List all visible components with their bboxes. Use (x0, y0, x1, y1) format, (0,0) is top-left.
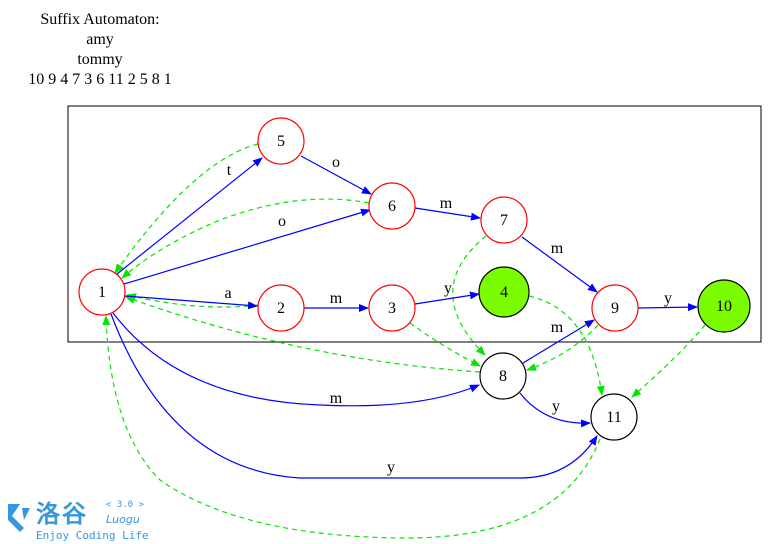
state-node-6: 6 (368, 182, 416, 230)
state-label: 7 (500, 212, 508, 229)
transition-8-11 (519, 392, 591, 428)
suffix-link-9-8 (526, 324, 599, 371)
logo-name-cn: 洛谷 (36, 500, 88, 528)
state-circle (478, 266, 530, 318)
suffix-link-8-1 (125, 296, 481, 373)
state-label: 9 (611, 300, 619, 317)
state-label: 10 (716, 298, 732, 315)
luogu-mark-icon (8, 504, 30, 532)
transition-1-2 (124, 295, 258, 310)
word-1: amy (86, 31, 114, 48)
state-label: 11 (606, 409, 621, 426)
transition-label-2-3: m (330, 290, 343, 307)
state-node-9: 9 (591, 284, 639, 332)
state-label: 1 (98, 284, 106, 301)
transition-8-9 (522, 319, 595, 364)
transition-label-1-6: o (278, 213, 286, 230)
suffix-link-2-1 (126, 293, 259, 308)
state-circle (368, 182, 416, 230)
logo-version: < 3.0 > (106, 500, 144, 510)
state-label: 2 (277, 300, 285, 317)
suffix-link-11-1 (102, 315, 601, 539)
transition-3-4 (414, 291, 480, 305)
transition-label-9-10: y (664, 290, 672, 307)
state-node-4: 4 (478, 266, 530, 318)
transition-1-8 (112, 312, 480, 407)
states: 1 2 3 4 5 6 7 8 9 10 11 (78, 117, 751, 441)
transition-1-5 (116, 157, 263, 275)
transition-7-9 (521, 236, 598, 293)
state-node-5: 5 (257, 117, 305, 165)
logo-slogan: Enjoy Coding Life (36, 529, 149, 542)
transition-label-3-4: y (444, 280, 452, 297)
state-node-10: 10 (697, 279, 751, 333)
cluster-box (67, 105, 762, 343)
transition-label-1-2: a (224, 285, 231, 302)
transition-6-7 (414, 207, 481, 221)
transition-label-5-6: o (332, 154, 340, 171)
state-label: 4 (500, 284, 508, 301)
state-circle (590, 393, 638, 441)
transition-label-1-5: t (227, 162, 232, 179)
logo-name-en: Luogu (106, 513, 140, 526)
state-circle (480, 196, 528, 244)
suffix-link-6-1 (121, 198, 370, 279)
state-label: 5 (277, 133, 285, 150)
transition-label-8-9: m (551, 319, 564, 336)
suffix-link-4-11 (528, 295, 605, 396)
state-circle (697, 279, 751, 333)
state-circle (479, 352, 527, 400)
word-2: tommy (77, 51, 123, 68)
transition-1-6 (123, 208, 371, 285)
state-node-8: 8 (479, 352, 527, 400)
transition-1-11 (110, 313, 598, 479)
state-label: 6 (388, 198, 396, 215)
state-circle (368, 284, 416, 332)
state-node-11: 11 (590, 393, 638, 441)
suffix-link-3-8 (409, 322, 481, 367)
transition-label-6-7: m (440, 195, 453, 212)
state-circle (257, 284, 305, 332)
suffix-links (102, 143, 706, 539)
suffix-link-7-8 (452, 235, 487, 356)
state-label: 8 (499, 368, 507, 385)
transition-9-10 (637, 303, 698, 312)
suffix-link-10-11 (631, 324, 706, 398)
state-node-2: 2 (257, 284, 305, 332)
luogu-logo: 洛谷 < 3.0 > Luogu Enjoy Coding Life (0, 494, 160, 544)
state-node-7: 7 (480, 196, 528, 244)
transition-label-8-11: y (552, 398, 560, 415)
state-order: 10 9 4 7 3 6 11 2 5 8 1 (28, 71, 172, 88)
state-node-1: 1 (78, 268, 126, 316)
transition-5-6 (300, 155, 372, 195)
state-circle (257, 117, 305, 165)
state-label: 3 (388, 300, 396, 317)
state-node-3: 3 (368, 284, 416, 332)
state-circle (78, 268, 126, 316)
suffix-link-5-1 (114, 143, 259, 274)
transition-label-1-11: y (387, 459, 395, 476)
transition-label-7-9: m (551, 240, 564, 257)
diagram-title: Suffix Automaton: (40, 11, 160, 28)
transition-label-1-8: m (330, 390, 343, 407)
state-circle (591, 284, 639, 332)
transitions: t o o m m a m y y m y m y (110, 154, 698, 479)
